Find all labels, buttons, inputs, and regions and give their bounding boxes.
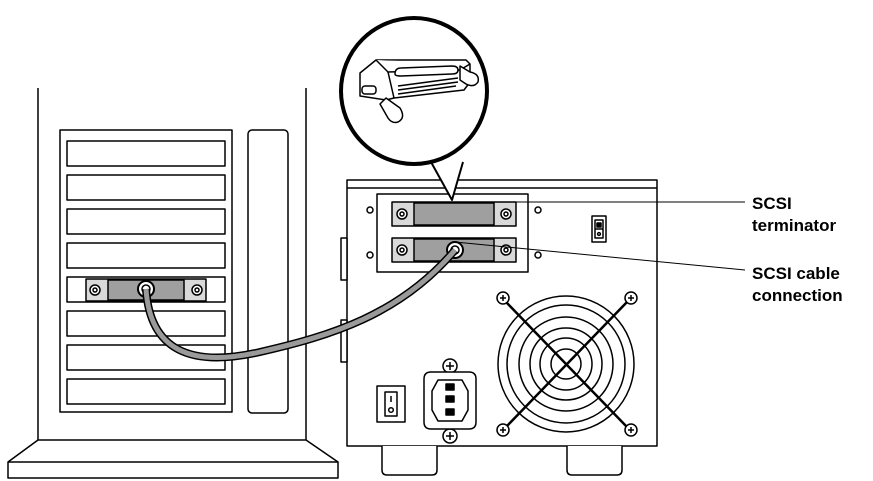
expansion-slot-4 bbox=[66, 242, 226, 269]
cable-leader-line bbox=[454, 241, 746, 271]
ac-power-inlet bbox=[423, 358, 477, 444]
scsi-id-switch bbox=[591, 215, 607, 243]
power-switch bbox=[376, 385, 406, 423]
cooling-fan-icon bbox=[496, 291, 638, 437]
side-vent bbox=[247, 129, 289, 414]
scsi-terminator-label-line1: SCSI bbox=[752, 194, 792, 213]
scsi-cable-label-line2: connection bbox=[752, 286, 843, 305]
device-foot-left bbox=[381, 446, 438, 476]
computer-tower bbox=[7, 88, 339, 479]
terminator-magnified-callout bbox=[339, 16, 489, 201]
expansion-slot-2 bbox=[66, 174, 226, 201]
scsi-cable bbox=[142, 247, 459, 362]
expansion-slot-3 bbox=[66, 208, 226, 235]
scsi-external-device bbox=[340, 179, 658, 476]
scsi-terminator-connector bbox=[391, 201, 517, 227]
scsi-terminator-label-line2: terminator bbox=[752, 216, 837, 235]
tower-base bbox=[7, 439, 339, 479]
expansion-slot-8 bbox=[66, 378, 226, 405]
scsi-cable-label: SCSI cable connection bbox=[752, 263, 843, 307]
expansion-slot-panel bbox=[59, 129, 233, 413]
expansion-slot-1 bbox=[66, 140, 226, 167]
scsi-terminator-label: SCSI terminator bbox=[752, 193, 836, 237]
tower-body bbox=[37, 88, 307, 440]
terminator-plug-icon bbox=[359, 59, 480, 124]
callout-pointer bbox=[430, 161, 464, 201]
scsi-cable-label-line1: SCSI cable bbox=[752, 264, 840, 283]
device-foot-right bbox=[566, 446, 623, 476]
